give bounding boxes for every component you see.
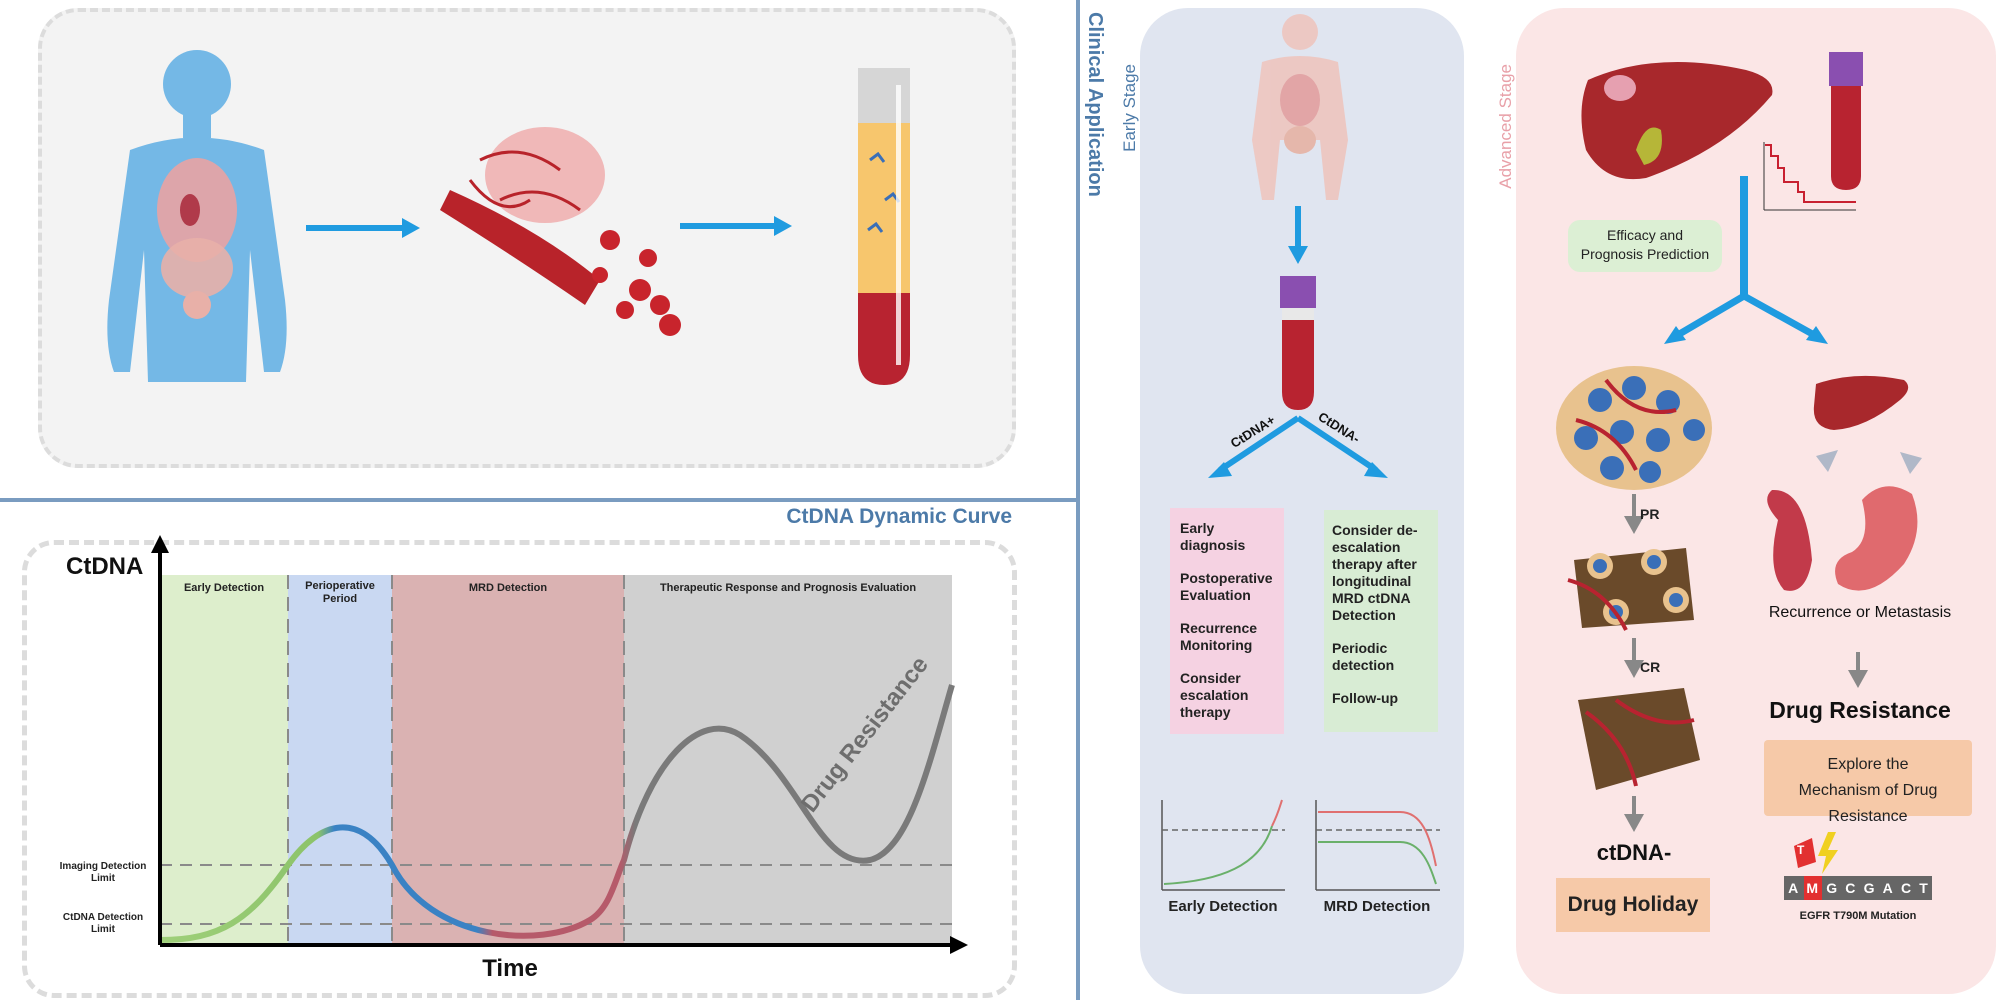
response-label-pr: PR	[1640, 506, 1660, 522]
horizontal-divider	[0, 498, 1078, 502]
lung-icon	[1767, 489, 1812, 591]
ctdna-curve-line	[159, 684, 955, 943]
negative-item: Consider de-escalation therapy after lon…	[1332, 522, 1418, 623]
mutation-letter: G	[1863, 880, 1875, 896]
phase-label-early: Early Detection	[183, 582, 265, 594]
positive-item: Consider escalation therapy	[1180, 670, 1249, 720]
phase-label-mrd: MRD Detection	[468, 582, 548, 594]
liver-small-icon	[1813, 375, 1909, 430]
negative-item: Periodic detection	[1332, 640, 1395, 673]
mutation-letter: M	[1806, 880, 1819, 896]
response-label-cr: CR	[1640, 659, 1661, 675]
phase-label-perioperative: Perioperative Period	[305, 580, 375, 605]
negative-item: Follow-up	[1332, 690, 1399, 706]
drug-holiday-box: Drug Holiday	[1556, 878, 1710, 932]
survival-curve-icon	[1763, 142, 1856, 211]
positive-actions-box: Early diagnosis Postoperative Evaluation…	[1170, 508, 1284, 734]
mini-chart-label-early: Early Detection	[1168, 898, 1278, 915]
advanced-stage-panel	[1516, 8, 1996, 994]
positive-item: Postoperative Evaluation	[1180, 570, 1273, 603]
partial-response-tumor-icon	[1567, 548, 1694, 631]
phase-label-therapeutic: Therapeutic Response and Prognosis Evalu…	[659, 582, 917, 594]
clinical-heading: Clinical Application	[1084, 12, 1106, 197]
liver-icon	[1581, 62, 1773, 180]
mutation-label: EGFR T790M Mutation	[1799, 910, 1917, 922]
human-body-icon	[107, 50, 287, 382]
blood-tube-icon	[858, 68, 910, 385]
ctdna-curve-chart	[151, 535, 968, 954]
mechanism-box: Explore the Mechanism of Drug Resistance	[1764, 740, 1972, 825]
positive-item: Recurrence Monitoring	[1180, 620, 1258, 653]
tumor-vessel-icon	[440, 127, 681, 336]
negative-actions-box: Consider de-escalation therapy after lon…	[1324, 510, 1438, 732]
ctdna-limit-label: CtDNA Detection Limit	[62, 912, 144, 935]
phase-band-therapeutic	[624, 575, 952, 946]
curve-panel	[22, 540, 1017, 998]
mutation-letter: A	[1788, 880, 1799, 896]
blood-tube-icon	[1280, 276, 1316, 410]
mutation-letter: G	[1826, 880, 1838, 896]
advanced-stage-illustration	[1556, 52, 1932, 900]
mrd-detection-mini-chart	[1315, 800, 1440, 891]
y-axis-label: CtDNA	[66, 553, 144, 580]
mutation-sequence-icon	[1784, 832, 1932, 900]
advanced-stage-label: Advanced Stage	[1496, 64, 1515, 189]
imaging-limit-label: Imaging Detection Limit	[59, 861, 147, 884]
mini-chart-label-mrd: MRD Detection	[1323, 898, 1431, 915]
phase-band-perioperative	[288, 575, 392, 946]
mutation-letter: T	[1919, 880, 1928, 896]
stomach-icon	[1835, 486, 1918, 591]
mutation-letters: A M G C G A C T	[1784, 876, 1932, 900]
vertical-divider	[1076, 0, 1080, 1000]
ctdna-negative-label: ctDNA-	[1596, 840, 1672, 865]
prediction-box: Efficacy and Prognosis Prediction	[1568, 220, 1722, 272]
mutation-letter: C	[1845, 880, 1856, 896]
phase-band-mrd	[392, 575, 624, 946]
branch-arrow-icon	[1674, 292, 1818, 340]
phase-band-early	[160, 575, 288, 946]
recurrence-label: Recurrence or Metastasis	[1768, 604, 1952, 621]
human-body-icon	[1252, 14, 1348, 200]
x-axis-label: Time	[482, 955, 538, 982]
mutation-letter: A	[1882, 880, 1893, 896]
curve-title: CtDNA Dynamic Curve	[786, 505, 1012, 528]
mini-charts	[1161, 799, 1440, 891]
mutation-marker: T	[1797, 843, 1805, 857]
mutation-letter: C	[1900, 880, 1912, 896]
positive-item: Early diagnosis	[1180, 520, 1246, 553]
early-stage-label: Early Stage	[1120, 64, 1139, 152]
early-detection-mini-chart	[1161, 799, 1285, 891]
blood-tube-icon	[1829, 52, 1863, 190]
branch-arrow-icon	[1218, 415, 1378, 473]
release-illustration	[107, 50, 910, 385]
tumor-cluster-icon	[1556, 366, 1712, 490]
early-stage-illustration	[1208, 14, 1388, 478]
complete-response-tumor-icon	[1578, 688, 1700, 790]
drug-resistance-label: Drug Resistance	[1769, 697, 1951, 723]
